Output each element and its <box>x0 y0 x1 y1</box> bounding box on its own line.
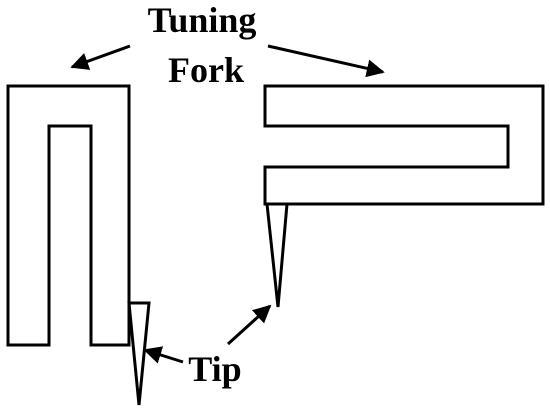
vertical-tuning-fork <box>6 84 131 347</box>
arrow-to-vertical-tip <box>143 346 184 364</box>
label-tuning: Tuning <box>148 0 257 40</box>
label-fork: Fork <box>168 50 244 90</box>
horizontal-fork-tip <box>265 202 289 308</box>
arrow-to-vertical-fork <box>70 44 131 70</box>
vertical-fork-tip <box>127 301 151 406</box>
label-tip: Tip <box>188 349 241 389</box>
horizontal-tuning-fork <box>263 84 545 206</box>
arrow-to-horizontal-fork <box>267 44 385 78</box>
arrow-to-horizontal-tip <box>226 304 272 346</box>
